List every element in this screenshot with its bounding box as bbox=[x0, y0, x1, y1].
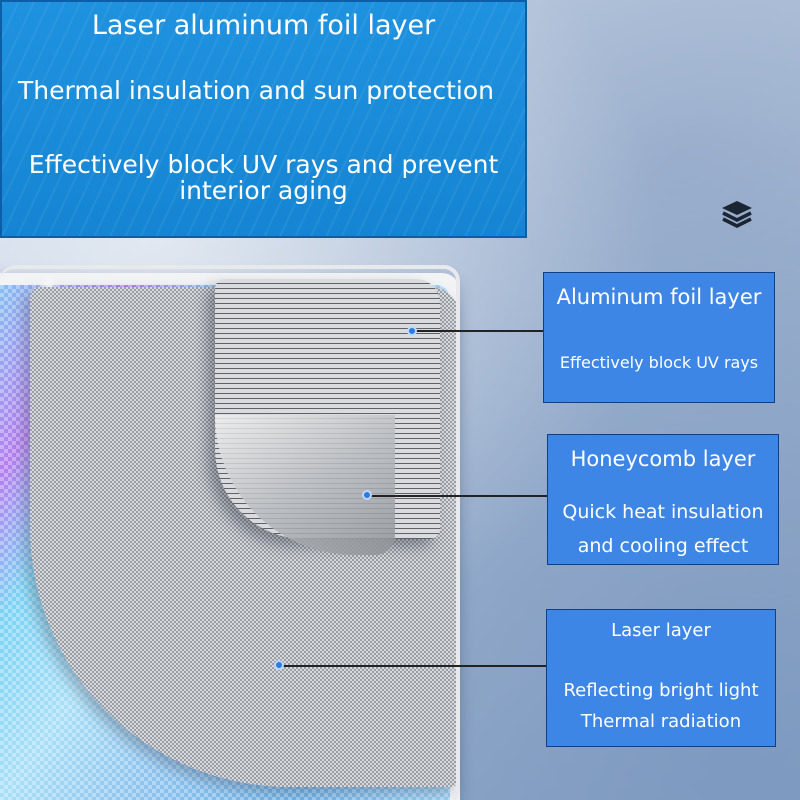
product-sheet-illustration bbox=[0, 265, 470, 800]
honeycomb-leader-line bbox=[370, 495, 548, 497]
laser-callout-desc1: Reflecting bright light bbox=[563, 680, 759, 701]
laser-leader-line bbox=[282, 665, 547, 667]
sheet-edge bbox=[0, 265, 460, 800]
honeycomb-callout-title: Honeycomb layer bbox=[570, 447, 756, 471]
banner-title: Laser aluminum foil layer bbox=[91, 10, 436, 41]
laser-callout-desc2: Thermal radiation bbox=[580, 711, 742, 732]
laser-marker-dot bbox=[274, 660, 284, 670]
honeycomb-callout: Honeycomb layer Quick heat insulation an… bbox=[547, 434, 779, 565]
banner-description-line2: interior aging bbox=[179, 176, 348, 205]
top-banner: Laser aluminum foil layer Thermal insula… bbox=[0, 0, 527, 238]
honeycomb-callout-desc2: and cooling effect bbox=[577, 535, 749, 557]
banner-description-line1: Effectively block UV rays and prevent bbox=[28, 150, 499, 179]
honeycomb-marker-dot bbox=[362, 490, 372, 500]
aluminum-callout-desc: Effectively block UV rays bbox=[559, 353, 759, 372]
aluminum-marker-dot bbox=[407, 326, 417, 336]
aluminum-leader-line bbox=[414, 330, 544, 332]
aluminum-callout: Aluminum foil layer Effectively block UV… bbox=[543, 272, 775, 403]
banner-description: Effectively block UV rays and prevent in… bbox=[2, 152, 525, 204]
banner-subtitle: Thermal insulation and sun protection bbox=[18, 76, 495, 105]
laser-callout: Laser layer Reflecting bright light Ther… bbox=[546, 609, 776, 747]
honeycomb-callout-desc1: Quick heat insulation bbox=[562, 501, 764, 523]
layers-icon bbox=[722, 201, 752, 228]
aluminum-callout-title: Aluminum foil layer bbox=[556, 285, 762, 309]
laser-callout-title: Laser layer bbox=[611, 620, 711, 641]
